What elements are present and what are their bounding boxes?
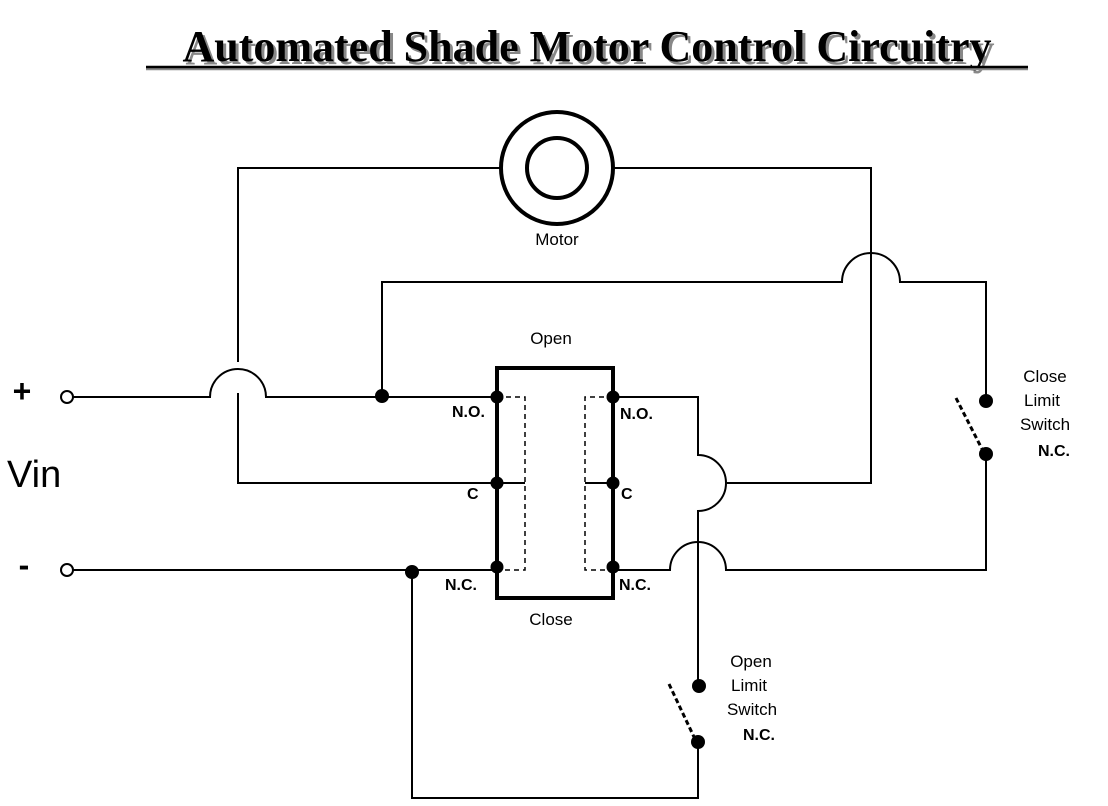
vin-label: Vin bbox=[7, 454, 61, 496]
relay-left-dashed-contact bbox=[497, 396, 526, 571]
relay-left-nc-dot bbox=[490, 560, 504, 574]
open-limit-switch-bottom-dot bbox=[691, 735, 705, 749]
open-switch-feed-wire bbox=[613, 396, 727, 686]
relay-right-c-dot bbox=[606, 476, 620, 490]
minus-label: - bbox=[19, 547, 30, 583]
plus-label: + bbox=[13, 373, 32, 409]
close-switch-return-wire bbox=[613, 455, 987, 571]
plus-supply-wire bbox=[73, 368, 497, 398]
relay-left-c-dot bbox=[490, 476, 504, 490]
relay-left-c-label: C bbox=[467, 486, 479, 503]
relay-right-dashed-contact bbox=[584, 396, 613, 571]
relay-close-label: Close bbox=[529, 610, 572, 629]
relay-right-no-label: N.O. bbox=[620, 406, 653, 423]
close-limit-switch-line4: N.C. bbox=[1038, 443, 1070, 460]
relay-right-nc-dot bbox=[606, 560, 620, 574]
close-limit-switch-line2: Limit bbox=[1024, 391, 1060, 410]
open-limit-switch-line1: Open bbox=[730, 652, 772, 671]
relay-right-c-label: C bbox=[621, 486, 633, 503]
open-limit-switch-top-dot bbox=[692, 679, 706, 693]
close-limit-switch-line1: Close bbox=[1023, 367, 1066, 386]
close-limit-switch-top-dot bbox=[979, 394, 993, 408]
open-limit-switch-line3: Switch bbox=[727, 700, 777, 719]
minus-terminal bbox=[60, 563, 74, 577]
plus-terminal bbox=[60, 390, 74, 404]
close-limit-switch-line3: Switch bbox=[1020, 415, 1070, 434]
motor-wire-right bbox=[613, 167, 872, 484]
open-limit-switch-line2: Limit bbox=[731, 676, 767, 695]
motor-wire-left bbox=[237, 167, 501, 362]
motor-symbol bbox=[499, 110, 615, 226]
relay-right-nc-label: N.C. bbox=[619, 577, 651, 594]
open-switch-return-wire bbox=[411, 572, 699, 799]
open-limit-switch-line4: N.C. bbox=[743, 727, 775, 744]
motor-wire-left-lower bbox=[237, 393, 497, 484]
close-limit-switch-blade bbox=[954, 397, 985, 452]
close-switch-feed-wire bbox=[381, 252, 987, 400]
relay-left-nc-label: N.C. bbox=[445, 577, 477, 594]
relay-left-no-label: N.O. bbox=[452, 404, 485, 421]
relay-left-no-dot bbox=[490, 390, 504, 404]
page-title: Automated Shade Motor Control Circuitry bbox=[182, 22, 991, 71]
motor-label: Motor bbox=[535, 230, 579, 249]
open-limit-switch-blade bbox=[667, 683, 696, 738]
plus-junction-dot bbox=[375, 389, 389, 403]
relay-open-label: Open bbox=[530, 329, 572, 348]
